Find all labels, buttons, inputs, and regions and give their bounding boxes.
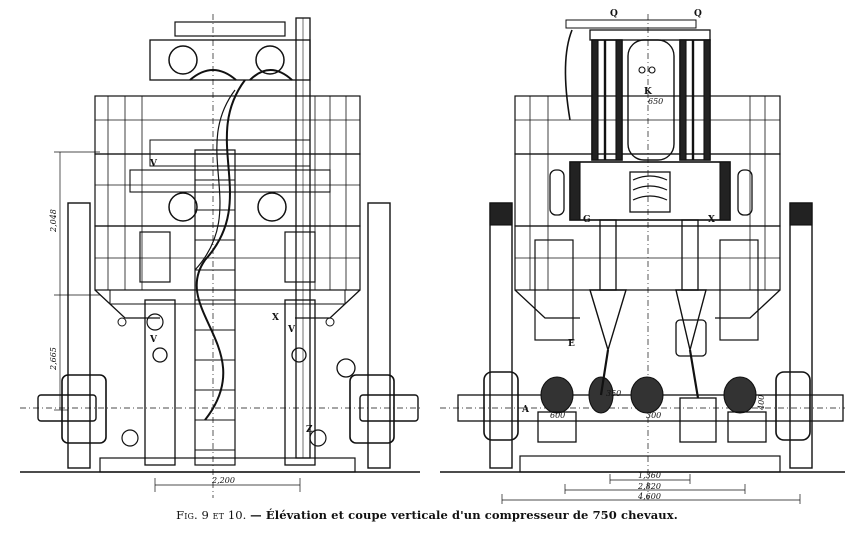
label-a: A [521, 405, 530, 415]
dim-350: 350 [606, 389, 621, 398]
right-letter-labels: Q Q K G E A X [521, 9, 715, 415]
figure-caption: Fig. 9 et 10. — Élévation et coupe verti… [0, 508, 854, 522]
dim-400: 400 [757, 395, 766, 411]
elevation-view [20, 14, 420, 498]
dim-2665: 2,665 [49, 347, 58, 371]
dim-2048: 2,048 [49, 209, 58, 233]
right-dimension-labels: 650 600 350 300 400 1,360 2,820 4,600 [550, 97, 766, 501]
dim-4600: 4,600 [637, 492, 661, 501]
label-q2: Q [694, 9, 702, 19]
figure-number: Fig. 9 et 10. [176, 508, 247, 522]
label-z: Z [306, 425, 313, 435]
label-v-upper: V [149, 159, 158, 169]
label-k: K [644, 87, 653, 97]
left-letter-labels: V V V X Z [149, 159, 313, 435]
label-x-right: X [708, 215, 715, 225]
label-x: X [272, 313, 279, 323]
label-v-right: V [287, 325, 296, 335]
dim-650: 650 [648, 97, 663, 106]
caption-text: — Élévation et coupe verticale d'un comp… [250, 508, 678, 522]
label-v-left: V [149, 335, 158, 345]
dim-600: 600 [550, 411, 565, 420]
dim-300: 300 [646, 411, 661, 420]
dim-2200: 2,200 [211, 476, 235, 485]
section-view [440, 14, 845, 504]
label-g: G [583, 215, 591, 225]
dim-2820: 2,820 [637, 482, 661, 491]
label-e: E [568, 339, 575, 349]
dim-1360: 1,360 [638, 471, 661, 480]
left-dimension-labels: 2,048 2,665 2,200 [49, 209, 235, 485]
label-q1: Q [610, 9, 618, 19]
